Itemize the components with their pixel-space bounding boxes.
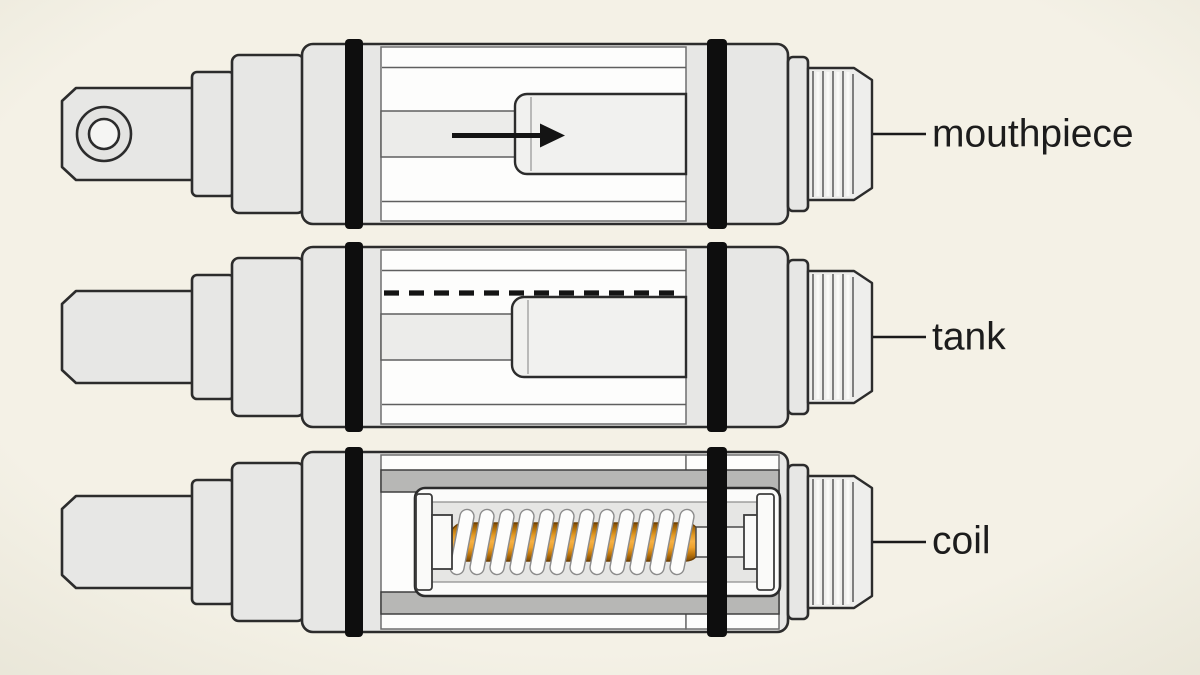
label-mouthpiece: mouthpiece — [932, 113, 1134, 156]
air-hole-inner — [87, 117, 121, 151]
airflow-arrow-icon — [452, 123, 565, 148]
device-row-tank — [60, 242, 928, 432]
chamber-walls — [380, 469, 780, 615]
inner-plug — [510, 295, 688, 379]
label-tank: tank — [932, 316, 1006, 359]
coil-mount-left — [415, 493, 453, 591]
device-row-coil — [60, 447, 928, 637]
device-row-mouthpiece — [60, 39, 928, 229]
label-coil: coil — [932, 520, 991, 563]
coil-mount-right — [743, 493, 775, 591]
inner-plug — [513, 92, 688, 176]
